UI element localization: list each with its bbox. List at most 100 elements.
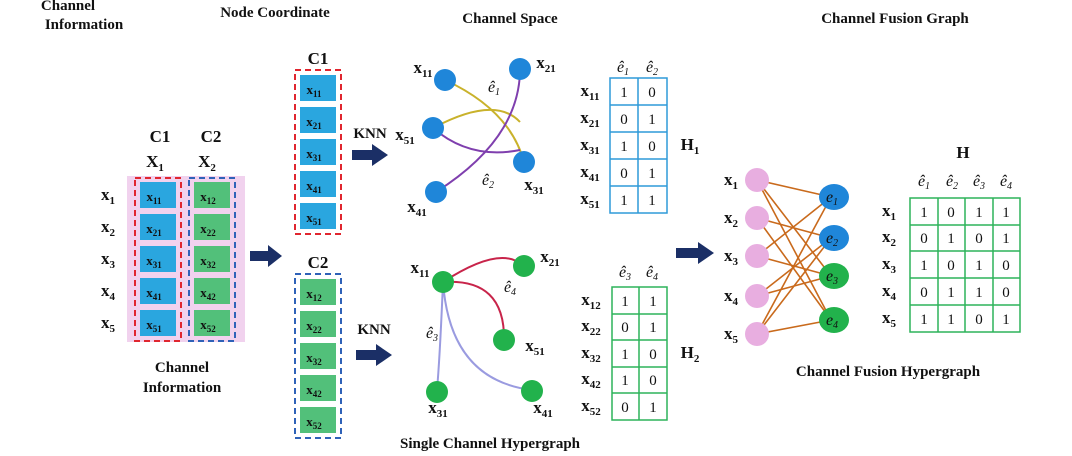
hyperedge-e1-curve [432, 108, 521, 129]
matrix-value: 1 [1002, 205, 1010, 221]
node-coord-c1-cell [300, 171, 336, 197]
matrix-value: 0 [975, 231, 983, 247]
fusion-hyperedge-node [819, 225, 849, 251]
matrix-col-head: ê4 [1000, 173, 1012, 192]
matrix-row-label: x11 [581, 81, 600, 103]
node-coordinate-c1: C1 x11 x21 x31 x41 x51 [294, 49, 342, 235]
c2-cell-52 [194, 310, 230, 336]
matrix-value: 1 [920, 312, 928, 328]
matrix-value: 1 [621, 373, 629, 389]
hypergraph-1: x11 x21 x51 x31 x41 ê1 ê2 [395, 53, 556, 219]
c1-column-label: C1 [150, 127, 171, 146]
header-node-coordinate: Node Coordinate [220, 5, 330, 21]
matrix-row-label: x21 [580, 108, 600, 130]
graph-node [422, 117, 444, 139]
c2-cells: x12 x22 x32 x42 x52 [194, 182, 230, 336]
channel-fusion-hypergraph: x1 x2 x3 x4 x5 e1 e2 e3 e4 Channel Fusio… [724, 168, 981, 380]
matrix-row-label: x3 [882, 254, 897, 276]
fusion-node [745, 206, 769, 230]
fusion-node-label: x3 [724, 246, 739, 268]
node-coord-c2-cell [300, 343, 336, 369]
matrix-h2: ê3 ê4 x12 x22 x32 x42 x52 1 1 0 1 1 0 1 … [581, 264, 700, 421]
fusion-hyperedge-node [819, 307, 849, 333]
arrow-to-node-coordinate [250, 245, 282, 267]
matrix-value: 1 [947, 231, 955, 247]
matrix-value: 1 [620, 193, 628, 209]
c1-cell-21 [140, 214, 176, 240]
arrow-to-fusion [676, 242, 714, 264]
c1-cell-41 [140, 278, 176, 304]
row-label: x3 [101, 249, 116, 271]
matrix-value: 0 [920, 285, 928, 301]
matrix-value: 0 [620, 166, 628, 182]
fusion-node [745, 322, 769, 346]
matrix-value: 0 [621, 320, 629, 336]
matrix-value: 1 [947, 312, 955, 328]
single-channel-hypergraph-caption: Single Channel Hypergraph [400, 436, 581, 452]
matrix-row-label: x32 [581, 343, 601, 365]
matrix-value: 1 [649, 294, 657, 310]
node-label: x41 [533, 398, 553, 420]
c2-cell-42 [194, 278, 230, 304]
c2-cell-22 [194, 214, 230, 240]
fusion-node [745, 168, 769, 192]
matrix-h1: ê1 ê2 x11 x21 x31 x41 x51 1 0 0 1 1 0 0 … [580, 59, 700, 214]
node-coord-c1-dashed-box [294, 69, 342, 235]
node-coord-c2-cell [300, 407, 336, 433]
matrix-h1-name: H1 [681, 135, 700, 157]
node-coord-c2-cell [300, 311, 336, 337]
matrix-value: 1 [1002, 312, 1010, 328]
graph-node [426, 381, 448, 403]
header-channel-fusion-graph: Channel Fusion Graph [821, 11, 969, 27]
matrix-col-head: ê2 [946, 173, 958, 192]
hyperedge-e1-curve [444, 79, 525, 163]
matrix-value: 0 [648, 85, 656, 101]
node-coord-c1-cell [300, 139, 336, 165]
graph-node [513, 255, 535, 277]
c2-cell-32 [194, 246, 230, 272]
node-label: x51 [395, 125, 415, 147]
matrix-h1-row-labels: x11 x21 x31 x41 x51 [580, 81, 600, 211]
fusion-node [745, 284, 769, 308]
node-label: x51 [525, 336, 545, 358]
node-coord-c1-cell [300, 75, 336, 101]
node-label: x21 [536, 53, 556, 75]
matrix-value: 0 [621, 400, 629, 416]
graph-node [521, 380, 543, 402]
channel-info-row-labels: x1 x2 x3 x4 x5 [101, 185, 116, 335]
c1-cell-11 [140, 182, 176, 208]
matrix-row-label: x42 [581, 369, 601, 391]
node-coord-c1-label: C1 [308, 49, 329, 68]
graph-node [513, 151, 535, 173]
graph-node [509, 58, 531, 80]
matrix-h2-name: H2 [681, 343, 700, 365]
matrix-row-label: x41 [580, 162, 600, 184]
matrix-value: 1 [649, 320, 657, 336]
matrix-h1-values: 1 0 0 1 1 0 0 1 1 1 [620, 85, 656, 209]
fusion-node-label: x2 [724, 208, 739, 230]
knn-arrow-bottom [356, 344, 392, 366]
fusion-matrix-values: 1 0 1 1 0 1 0 1 1 0 1 0 0 1 1 0 1 1 0 1 [920, 205, 1010, 328]
matrix-value: 1 [620, 85, 628, 101]
hyperedge-label: ê4 [504, 279, 516, 298]
knn-label-top: KNN [353, 126, 387, 142]
row-label: x1 [101, 185, 115, 207]
matrix-row-label: x51 [580, 189, 600, 211]
matrix-value: 0 [620, 112, 628, 128]
header-channel-space: Channel Space [462, 11, 558, 27]
matrix-value: 1 [621, 294, 629, 310]
matrix-row-label: x22 [581, 316, 601, 338]
matrix-h2-values: 1 1 0 1 1 0 1 0 0 1 [621, 294, 657, 416]
matrix-value: 1 [947, 285, 955, 301]
matrix-value: 0 [947, 258, 955, 274]
fusion-edges [756, 179, 832, 335]
node-coord-c1-cell [300, 107, 336, 133]
hyperedge-e3-curve [442, 281, 533, 391]
node-coord-c2-dashed-box [294, 273, 342, 439]
node-coord-c2-cell [300, 375, 336, 401]
matrix-value: 0 [648, 139, 656, 155]
matrix-value: 0 [947, 205, 955, 221]
node-label: x41 [407, 197, 427, 219]
matrix-h1-grid [609, 77, 668, 214]
